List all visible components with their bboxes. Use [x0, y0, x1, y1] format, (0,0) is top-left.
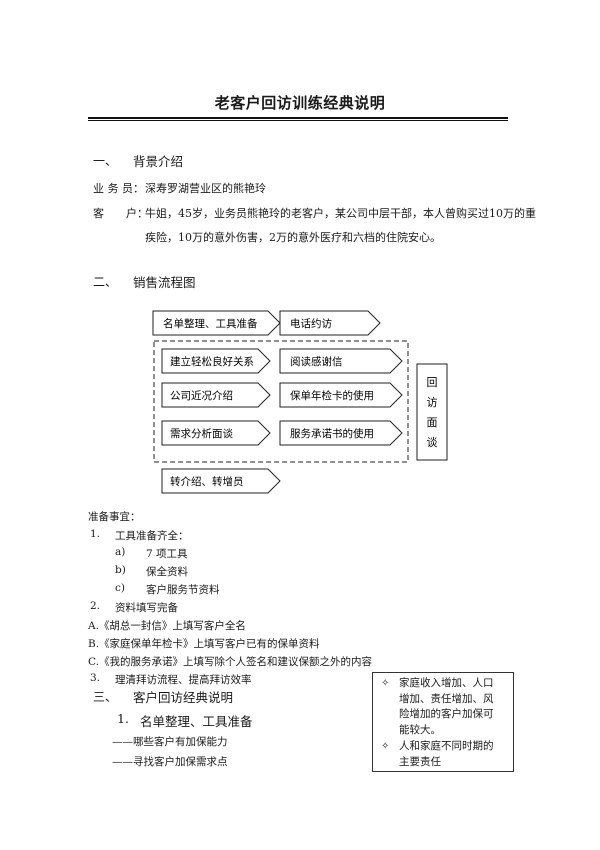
- flow-step-card-shape: [279, 382, 403, 408]
- prep-item1-number: 1.: [90, 528, 101, 540]
- prep-lettered-c: C.《我的服务承诺》上填写除个人签名和建议保额之外的内容: [88, 656, 372, 668]
- section1-number: 一、: [93, 154, 118, 168]
- flow-side-char-2: 访: [427, 396, 438, 409]
- callout-item-1-line-2: 增加、责任增加、风: [399, 692, 494, 705]
- prep-heading: 准备事宜：: [88, 511, 141, 523]
- flow-dashed-group: [153, 340, 409, 463]
- customer-line-1: 牛姐，45岁，业务员熊艳玲的老客户，某公司中层干部，本人曾购买过10万的重: [145, 207, 536, 220]
- prep-sub-b: 保全资料: [146, 566, 188, 578]
- prep-item1: 工具准备齐全：: [115, 530, 189, 542]
- section2-number: 二、: [93, 275, 118, 289]
- flow-step-rapport: 建立轻松良好关系: [170, 355, 254, 368]
- diamond-bullet-icon: ✧: [381, 678, 390, 689]
- callout-item-1-line-3: 险增加的客户加保可: [399, 708, 494, 720]
- section3-dash-1: ——哪些客户有加保能力: [112, 736, 228, 748]
- flow-step-referral-shape: [161, 468, 281, 494]
- prep-item3-number: 3.: [90, 672, 101, 684]
- flow-step-needs-shape: [161, 420, 271, 446]
- flow-step-list-shape: [152, 310, 281, 336]
- prep-lettered-a: A.《胡总一封信》上填写客户全名: [88, 620, 246, 632]
- section3-title: 客户回访经典说明: [133, 690, 234, 705]
- salesperson-value: 深寿罗湖营业区的熊艳玲: [145, 182, 266, 195]
- title-rule-thin: [88, 120, 508, 121]
- flow-step-list: 名单整理、工具准备: [163, 317, 258, 330]
- prep-lettered-b: B.《家庭保单年检卡》上填写客户已有的保单资料: [88, 638, 320, 650]
- flow-step-letter: 阅读感谢信: [290, 355, 343, 368]
- flow-step-referral: 转介绍、转增员: [170, 475, 244, 488]
- section2-title: 销售流程图: [133, 275, 196, 290]
- flow-step-letter-shape: [279, 348, 403, 374]
- title-rule-thick: [88, 117, 508, 119]
- flow-step-needs: 需求分析面谈: [170, 427, 233, 440]
- section3-dash-2: ——寻找客户加保需求点: [112, 756, 228, 768]
- callout-item-2-line-1: 人和家庭不同时期的: [399, 740, 494, 752]
- page-title: 老客户回访训练经典说明: [214, 94, 386, 112]
- callout-box: ✧ 家庭收入增加、人口 增加、责任增加、风 险增加的客户加保可 能较大。 ✧ 人…: [372, 672, 514, 772]
- flow-step-phone-shape: [279, 310, 381, 336]
- flow-side-char-4: 谈: [427, 436, 438, 449]
- salesperson-label: 业 务 员：: [93, 182, 144, 195]
- prep-item3: 理清拜访流程、提高拜访效率: [115, 674, 252, 686]
- flow-step-company-shape: [161, 382, 271, 408]
- customer-line-2: 疾险，10万的意外伤害，2万的意外医疗和六档的住院安心。: [145, 231, 441, 244]
- prep-sub-a-number: a): [115, 546, 126, 558]
- section3-sub-title: 名单整理、工具准备: [140, 714, 253, 729]
- flow-side-box: [416, 363, 448, 461]
- section3-sub-number: 1.: [117, 711, 129, 726]
- callout-item-2: 人和家庭不同时期的 主要责任: [399, 739, 494, 770]
- flow-step-promise-shape: [279, 420, 403, 446]
- customer-label: 客 户：: [93, 207, 148, 220]
- flow-step-promise: 服务承诺书的使用: [290, 427, 374, 440]
- flow-step-rapport-shape: [161, 348, 271, 374]
- flow-side-char-3: 面: [427, 416, 438, 429]
- callout-item-1-line-1: 家庭收入增加、人口: [399, 677, 494, 689]
- callout-item-1: 家庭收入增加、人口 增加、责任增加、风 险增加的客户加保可 能较大。: [399, 676, 494, 738]
- prep-sub-a: 7 项工具: [146, 548, 188, 560]
- section1-title: 背景介绍: [133, 154, 184, 169]
- prep-sub-b-number: b): [115, 564, 126, 576]
- callout-item-2-line-2: 主要责任: [399, 755, 441, 768]
- prep-item2-number: 2.: [90, 600, 101, 612]
- callout-item-1-line-4: 能较大。: [399, 723, 441, 736]
- prep-sub-c-number: c): [115, 582, 125, 594]
- section3-number: 三、: [93, 690, 118, 704]
- flow-step-company: 公司近况介绍: [170, 389, 233, 402]
- flow-side-char-1: 回: [427, 376, 438, 389]
- prep-sub-c: 客户服务节资料: [146, 584, 220, 596]
- flow-step-phone: 电话约访: [290, 317, 332, 330]
- diamond-bullet-icon: ✧: [381, 741, 390, 752]
- flow-step-card: 保单年检卡的使用: [290, 389, 374, 402]
- prep-item2: 资料填写完备: [115, 602, 178, 614]
